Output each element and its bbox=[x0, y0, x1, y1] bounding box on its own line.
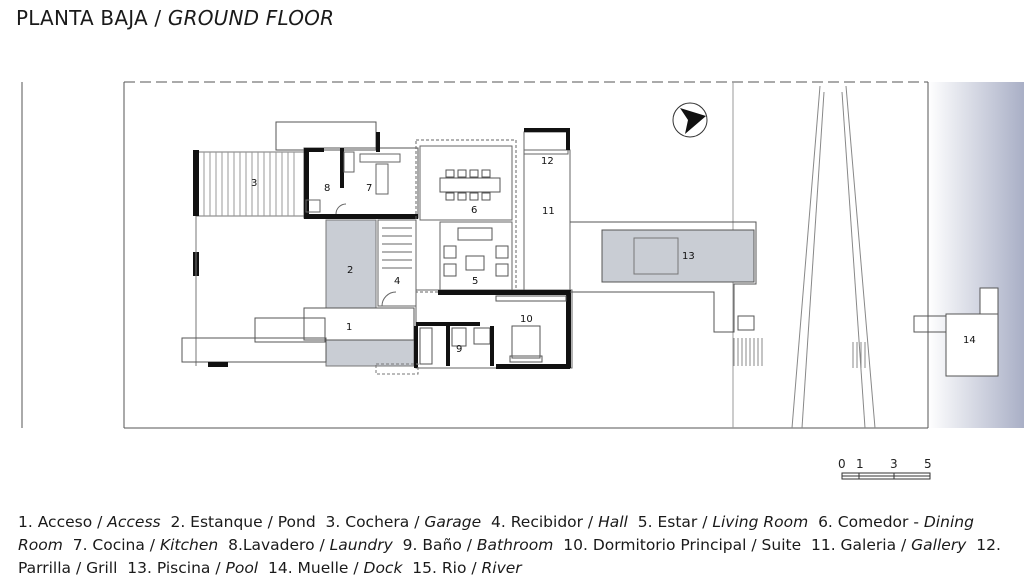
room-label-5: 5 bbox=[472, 276, 478, 287]
room-labels: 1 2 3 4 5 6 7 8 9 10 11 12 13 14 bbox=[251, 156, 976, 355]
room-label-12: 12 bbox=[541, 156, 554, 167]
room-label-7: 7 bbox=[366, 183, 372, 194]
room-label-11: 11 bbox=[542, 206, 555, 217]
suite-block bbox=[375, 289, 573, 375]
title-italic: GROUND FLOOR bbox=[167, 6, 335, 30]
legend-item-2: 2. Estanque / Pond bbox=[170, 513, 316, 531]
scale-tick-0: 0 bbox=[838, 457, 846, 471]
scale-tick-1: 1 bbox=[856, 457, 864, 471]
legend-item-10: 10. Dormitorio Principal / Suite bbox=[563, 536, 802, 554]
legend-item-12: 12. Parrilla / Grill bbox=[18, 536, 1001, 577]
legend-item-5: 5. Estar / Living Room bbox=[637, 513, 809, 531]
room-label-9: 9 bbox=[456, 344, 462, 355]
page-title: PLANTA BAJA / GROUND FLOOR bbox=[16, 6, 334, 30]
service-block bbox=[275, 121, 419, 219]
dock bbox=[913, 287, 999, 377]
legend-item-8: 8.Lavadero / Laundry bbox=[228, 536, 393, 554]
scale-bar: 0 1 3 5 bbox=[838, 457, 932, 480]
dock-path bbox=[791, 85, 876, 429]
legend-item-7: 7. Cocina / Kitchen bbox=[72, 536, 219, 554]
scale-tick-3: 3 bbox=[890, 457, 898, 471]
room-label-14: 14 bbox=[963, 335, 976, 346]
room-label-6: 6 bbox=[471, 205, 477, 216]
legend-item-11: 11. Galeria / Gallery bbox=[810, 536, 967, 554]
site-boundary bbox=[21, 81, 929, 429]
room-label-1: 1 bbox=[346, 322, 352, 333]
legend-item-4: 4. Recibidor / Hall bbox=[491, 513, 628, 531]
legend-item-1: 1. Acceso / Access bbox=[18, 513, 161, 531]
scale-tick-5: 5 bbox=[924, 457, 932, 471]
grill-walls bbox=[524, 128, 570, 150]
service-walls bbox=[304, 132, 418, 219]
legend-item-15: 15. Rio / River bbox=[412, 559, 522, 577]
hall-stair bbox=[377, 219, 417, 307]
legend-item-13: 13. Piscina / Pool bbox=[127, 559, 259, 577]
legend-item-3: 3. Cochera / Garage bbox=[325, 513, 482, 531]
room-label-13: 13 bbox=[682, 251, 695, 262]
room-label-8: 8 bbox=[324, 183, 330, 194]
access-path bbox=[181, 307, 415, 363]
room-label-10: 10 bbox=[520, 314, 533, 325]
pond-lower bbox=[325, 339, 415, 367]
legend-item-6: 6. Comedor - Dining Room bbox=[18, 513, 974, 554]
room-label-4: 4 bbox=[394, 276, 400, 287]
pool-steps bbox=[633, 237, 679, 275]
room-label-2: 2 bbox=[347, 265, 353, 276]
kitchen-fixtures bbox=[305, 151, 401, 215]
title-main: PLANTA BAJA / bbox=[16, 6, 162, 30]
garage bbox=[193, 150, 305, 366]
pond bbox=[325, 219, 377, 309]
pool-deck bbox=[570, 221, 757, 333]
legend: 1. Acceso / Access 2. Estanque / Pond 3.… bbox=[18, 511, 1008, 580]
legend-item-14: 14. Muelle / Dock bbox=[267, 559, 403, 577]
floor-plan: 1 2 3 4 5 6 7 8 9 10 11 12 13 14 0 1 3 5 bbox=[21, 81, 1024, 480]
dining-table bbox=[439, 169, 501, 201]
living-furniture bbox=[443, 227, 509, 277]
steps bbox=[733, 338, 866, 368]
room-label-3: 3 bbox=[251, 178, 257, 189]
legend-item-9: 9. Baño / Bathroom bbox=[402, 536, 554, 554]
north-arrow-icon bbox=[672, 102, 708, 138]
